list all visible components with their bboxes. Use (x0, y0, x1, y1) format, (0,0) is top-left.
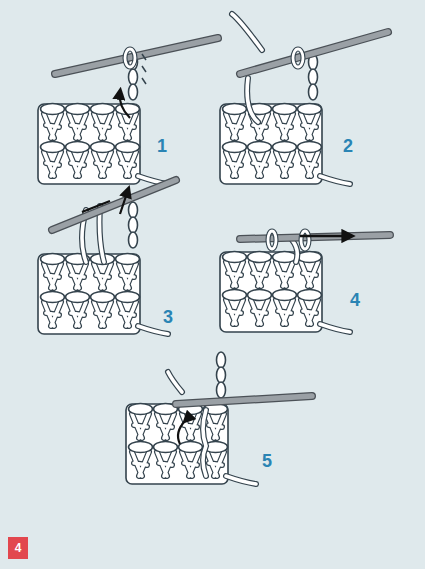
step-five-figure (126, 352, 312, 484)
callout-number: 5 (262, 451, 272, 471)
figure-number-badge: 4 (8, 537, 28, 559)
callout-number: 2 (343, 136, 353, 156)
step-three-figure (38, 180, 176, 334)
callout-number: 1 (157, 136, 167, 156)
callout-number: 3 (163, 307, 173, 327)
figure-number: 4 (15, 541, 22, 555)
step-one-figure (38, 38, 218, 184)
step-two-figure (220, 14, 388, 184)
step-four-figure (220, 231, 390, 332)
callout-number: 4 (350, 290, 360, 310)
